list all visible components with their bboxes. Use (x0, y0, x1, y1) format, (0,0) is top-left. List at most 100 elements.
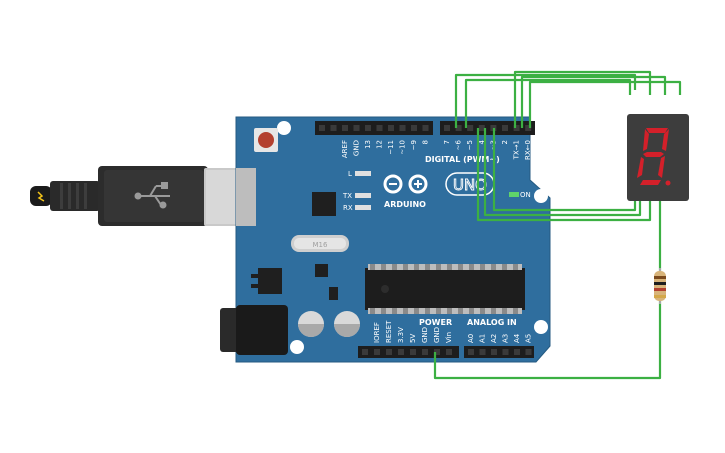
digital-pin-label: ~6 (455, 139, 463, 150)
pin-socket[interactable] (502, 125, 508, 131)
pin-socket[interactable] (422, 349, 428, 355)
digital-pin-label: 13 (364, 140, 372, 149)
power-header-label: POWER (419, 318, 452, 327)
reset-button[interactable] (254, 128, 278, 152)
digital-pin-label: TX→1 (513, 140, 521, 160)
pin-socket[interactable] (468, 349, 474, 355)
analog-header[interactable] (464, 346, 534, 358)
led-rx: RX (343, 204, 371, 212)
analog-pin-label: A2 (490, 334, 498, 343)
pin-socket[interactable] (411, 125, 417, 131)
led-tx: TX (342, 192, 371, 200)
power-pin-label: RESET (385, 320, 393, 343)
usb-chip (312, 192, 336, 216)
digital-pin-label: ~9 (410, 140, 418, 150)
mounting-hole (534, 189, 548, 203)
seven-segment-display[interactable]: 8 (0, 0, 689, 201)
mounting-hole (290, 340, 304, 354)
pin-socket[interactable] (388, 125, 394, 131)
mounting-hole (277, 121, 291, 135)
pin-socket[interactable] (525, 349, 532, 355)
digital-pin-label: 7 (443, 140, 451, 144)
resistor[interactable] (654, 268, 666, 304)
digital-pin-sockets[interactable] (319, 125, 532, 131)
power-pin-label: 3.3V (397, 327, 405, 343)
wire-segment-e (528, 80, 682, 128)
pin-socket[interactable] (525, 125, 532, 131)
led-on: ON (509, 191, 531, 199)
pin-socket[interactable] (399, 125, 406, 131)
power-pin-label: IOREF (373, 322, 381, 343)
digital-pin-label: 8 (422, 140, 430, 144)
digital-pin-label: ~11 (387, 140, 395, 155)
pin-socket[interactable] (514, 349, 520, 355)
power-pin-label: Vin (445, 332, 453, 343)
pin-socket[interactable] (422, 125, 429, 131)
svg-text:M16: M16 (313, 241, 328, 249)
usb-socket (236, 168, 256, 226)
pin-socket[interactable] (386, 349, 392, 355)
pin-socket[interactable] (353, 125, 360, 131)
uno-badge: UNO (445, 172, 495, 196)
pin-socket[interactable] (362, 349, 368, 355)
digital-pin-label: 2 (501, 140, 509, 144)
pin-socket[interactable] (502, 349, 509, 355)
pin-socket[interactable] (342, 125, 348, 131)
capacitor-2 (334, 311, 360, 337)
pin-socket[interactable] (478, 125, 485, 131)
digital-pin-label: GND (353, 140, 361, 156)
pin-socket[interactable] (513, 125, 520, 131)
analog-header-label: ANALOG IN (467, 318, 517, 327)
wires[interactable] (433, 70, 682, 380)
wire-segment-h (492, 128, 637, 212)
pin-socket[interactable] (491, 349, 497, 355)
analog-pin-label: A5 (525, 334, 533, 343)
wire-segment-g (483, 128, 642, 217)
pin-socket[interactable] (446, 349, 452, 355)
wire-segment-f (476, 128, 652, 222)
voltage-regulator (258, 268, 282, 294)
power-header[interactable] (358, 346, 459, 358)
power-pin-label: 5V (409, 334, 417, 343)
pin-socket[interactable] (374, 349, 380, 355)
pin-socket[interactable] (398, 349, 404, 355)
small-chip (315, 264, 328, 277)
pin-socket[interactable] (479, 349, 486, 355)
digital-pin-label: ~5 (466, 140, 474, 150)
svg-text:UNO: UNO (453, 176, 487, 194)
brand-label: ARDUINO (384, 200, 426, 209)
arduino-logo: ARDUINO (383, 174, 428, 209)
pin-socket[interactable] (444, 125, 450, 131)
pin-socket[interactable] (319, 125, 325, 131)
svg-text:ON: ON (520, 191, 531, 199)
pin-socket[interactable] (434, 349, 440, 355)
digital-pin-label: 12 (376, 140, 384, 149)
bottom-pin-sockets[interactable] (362, 349, 532, 355)
power-jack[interactable] (220, 305, 288, 355)
power-pin-label: GND (433, 327, 441, 343)
segments (637, 128, 671, 186)
capacitor-1 (298, 311, 324, 337)
led-l: L (348, 170, 371, 178)
digital-pin-label: 4 (478, 139, 486, 144)
pin-socket[interactable] (365, 125, 371, 131)
pin-socket[interactable] (330, 125, 337, 131)
svg-text:RX: RX (343, 204, 353, 212)
usb-symbol-icon (134, 182, 170, 209)
pin-socket[interactable] (455, 125, 462, 131)
pin-socket[interactable] (467, 125, 474, 131)
wire-segment-d (520, 75, 667, 128)
pin-socket[interactable] (376, 125, 383, 131)
usb-cable[interactable] (30, 166, 252, 226)
analog-pin-label: A4 (513, 333, 521, 343)
digital-pin-label: ~10 (399, 140, 407, 155)
digital-header[interactable] (315, 121, 535, 135)
crystal-oscillator: M16 (291, 235, 349, 252)
pin-socket[interactable] (410, 349, 416, 355)
svg-text:8: 8 (0, 0, 1, 1)
svg-text:L: L (348, 170, 352, 178)
wire-ground-return (433, 300, 662, 380)
